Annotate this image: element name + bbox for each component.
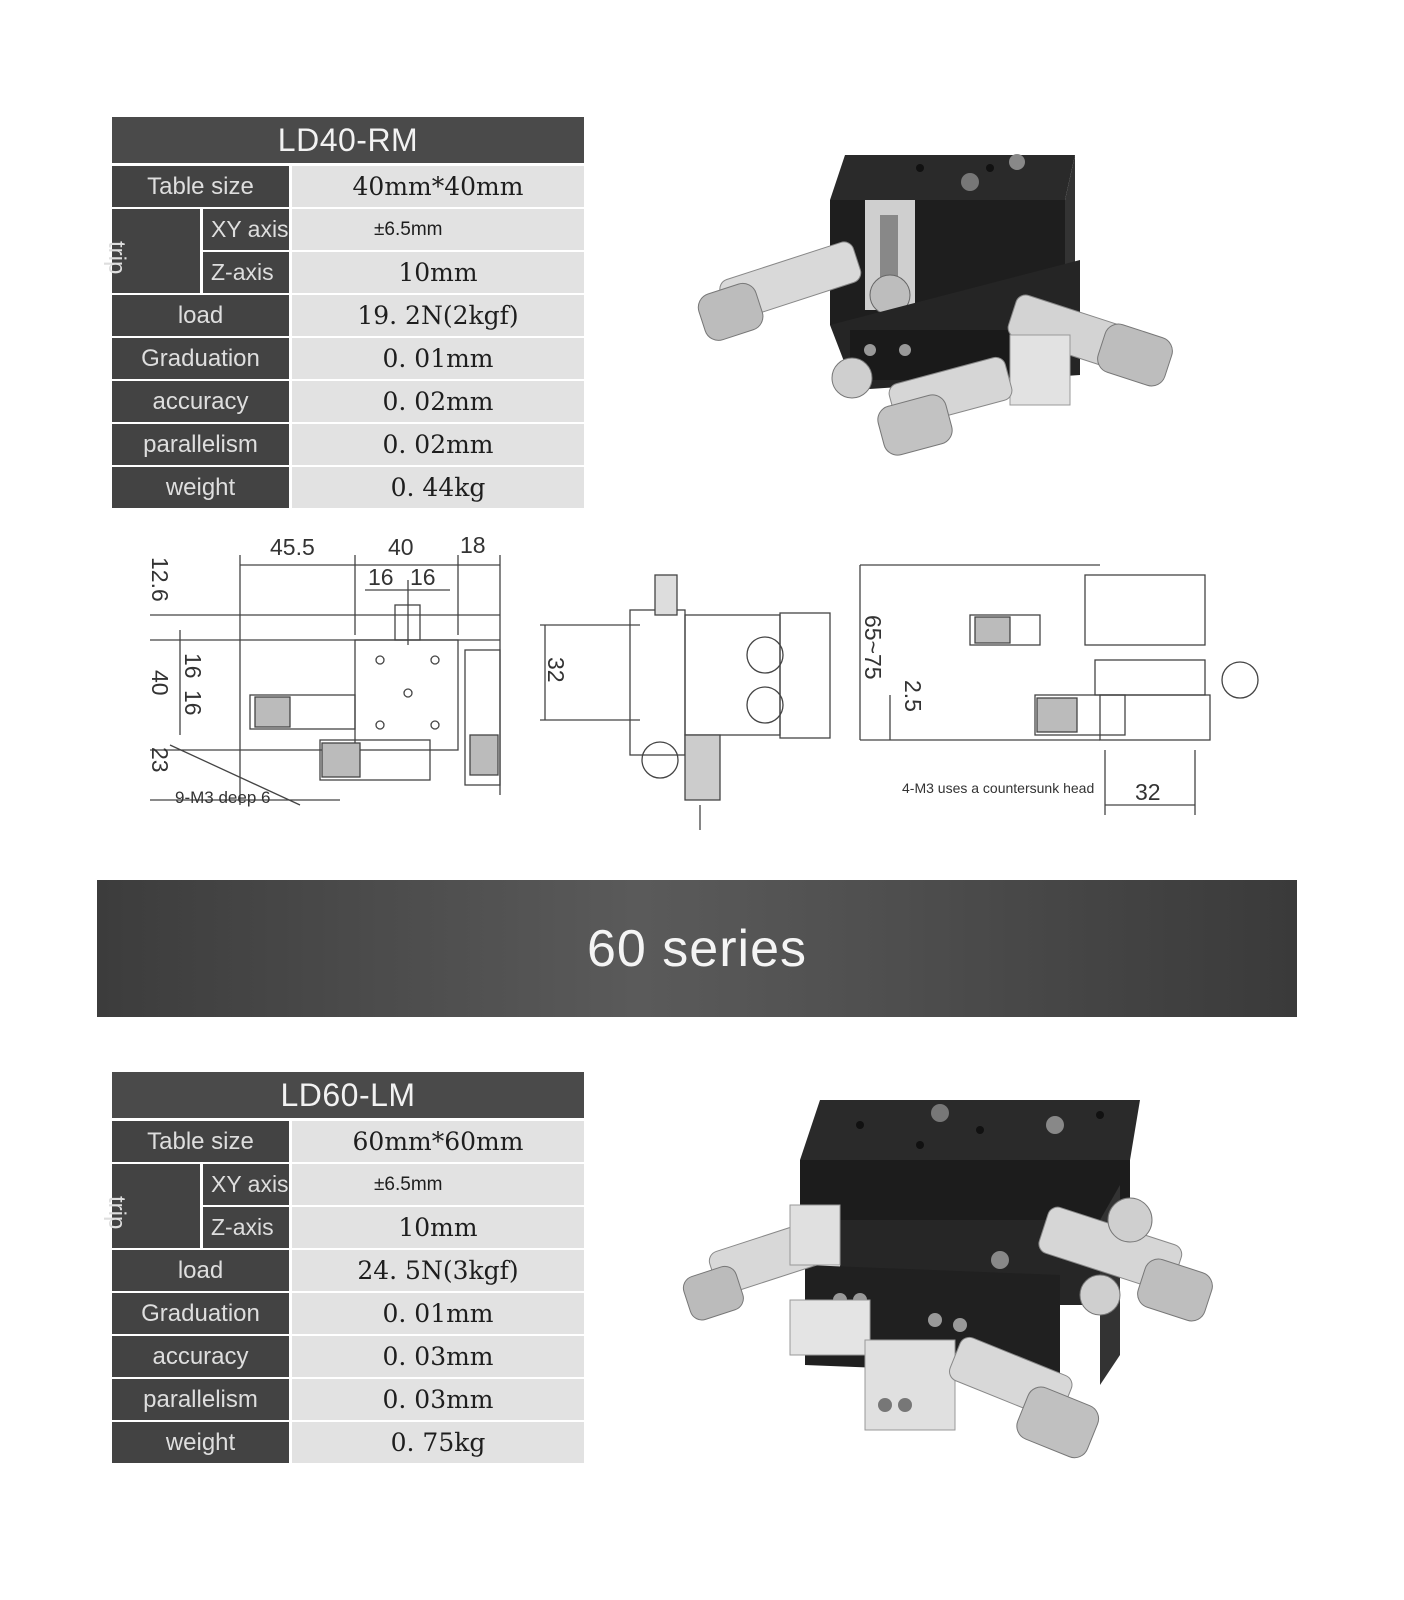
accuracy-value: 0. 03mm bbox=[292, 1336, 584, 1379]
spec-table-ld60: LD60-LM Table size 60mm*60mm trip XY axi… bbox=[103, 1072, 584, 1465]
z-axis-label: Z-axis bbox=[200, 1207, 289, 1250]
weight-value: 0. 75kg bbox=[292, 1422, 584, 1465]
load-label: load bbox=[112, 295, 289, 338]
table-size-value: 40mm*40mm bbox=[292, 166, 584, 209]
weight-label: weight bbox=[112, 1422, 289, 1465]
load-label: load bbox=[112, 1250, 289, 1293]
weight-label: weight bbox=[112, 467, 289, 510]
model-title: LD60-LM bbox=[112, 1072, 584, 1118]
note-countersunk: 4-M3 uses a countersunk head bbox=[902, 780, 1094, 796]
series-banner: 60 series bbox=[97, 880, 1297, 1017]
dim-32-side: 32 bbox=[543, 657, 569, 683]
xy-axis-value: ±6.5mm bbox=[292, 209, 584, 252]
dim-16c: 16 bbox=[180, 653, 206, 679]
accuracy-label: accuracy bbox=[112, 381, 289, 424]
dim-45-5: 45.5 bbox=[270, 535, 315, 560]
xy-axis-label: XY axis bbox=[200, 1164, 289, 1207]
dim-18: 18 bbox=[460, 535, 486, 558]
z-axis-label: Z-axis bbox=[200, 252, 289, 295]
graduation-value: 0. 01mm bbox=[292, 1293, 584, 1336]
graduation-value: 0. 01mm bbox=[292, 338, 584, 381]
z-axis-value: 10mm bbox=[292, 252, 584, 295]
accuracy-value: 0. 02mm bbox=[292, 381, 584, 424]
graduation-label: Graduation bbox=[112, 1293, 289, 1336]
product-photo-ld60 bbox=[682, 1100, 1213, 1459]
technical-drawing: 45.5 40 18 16 16 12.6 40 16 16 23 9-M3 d… bbox=[147, 535, 1259, 830]
trip-label: trip bbox=[103, 209, 200, 295]
parallelism-value: 0. 03mm bbox=[292, 1379, 584, 1422]
dim-16d: 16 bbox=[180, 690, 206, 716]
xy-axis-value: ±6.5mm bbox=[292, 1164, 584, 1207]
dim-16a: 16 bbox=[368, 564, 394, 590]
parallelism-label: parallelism bbox=[112, 1379, 289, 1422]
trip-label: trip bbox=[103, 1164, 200, 1250]
graduation-label: Graduation bbox=[112, 338, 289, 381]
parallelism-label: parallelism bbox=[112, 424, 289, 467]
dim-23: 23 bbox=[147, 747, 173, 773]
spec-table-ld40: LD40-RM Table size 40mm*40mm trip XY axi… bbox=[103, 117, 584, 510]
dim-40-top: 40 bbox=[388, 535, 414, 560]
model-title: LD40-RM bbox=[112, 117, 584, 163]
dim-12-6: 12.6 bbox=[147, 557, 173, 602]
z-axis-value: 10mm bbox=[292, 1207, 584, 1250]
accuracy-label: accuracy bbox=[112, 1336, 289, 1379]
dim-2-5: 2.5 bbox=[900, 680, 926, 712]
dim-65-75: 65~75 bbox=[860, 615, 886, 680]
product-photo-ld40 bbox=[697, 154, 1173, 456]
note-m3: 9-M3 deep 6 bbox=[175, 788, 270, 807]
weight-value: 0. 44kg bbox=[292, 467, 584, 510]
dim-40-left: 40 bbox=[147, 670, 173, 696]
dim-16b: 16 bbox=[410, 564, 436, 590]
table-size-label: Table size bbox=[112, 166, 289, 209]
parallelism-value: 0. 02mm bbox=[292, 424, 584, 467]
table-size-value: 60mm*60mm bbox=[292, 1121, 584, 1164]
load-value: 19. 2N(2kgf) bbox=[292, 295, 584, 338]
xy-axis-label: XY axis bbox=[200, 209, 289, 252]
load-value: 24. 5N(3kgf) bbox=[292, 1250, 584, 1293]
banner-title: 60 series bbox=[587, 919, 807, 978]
dim-32-bottom: 32 bbox=[1135, 779, 1161, 805]
table-size-label: Table size bbox=[112, 1121, 289, 1164]
